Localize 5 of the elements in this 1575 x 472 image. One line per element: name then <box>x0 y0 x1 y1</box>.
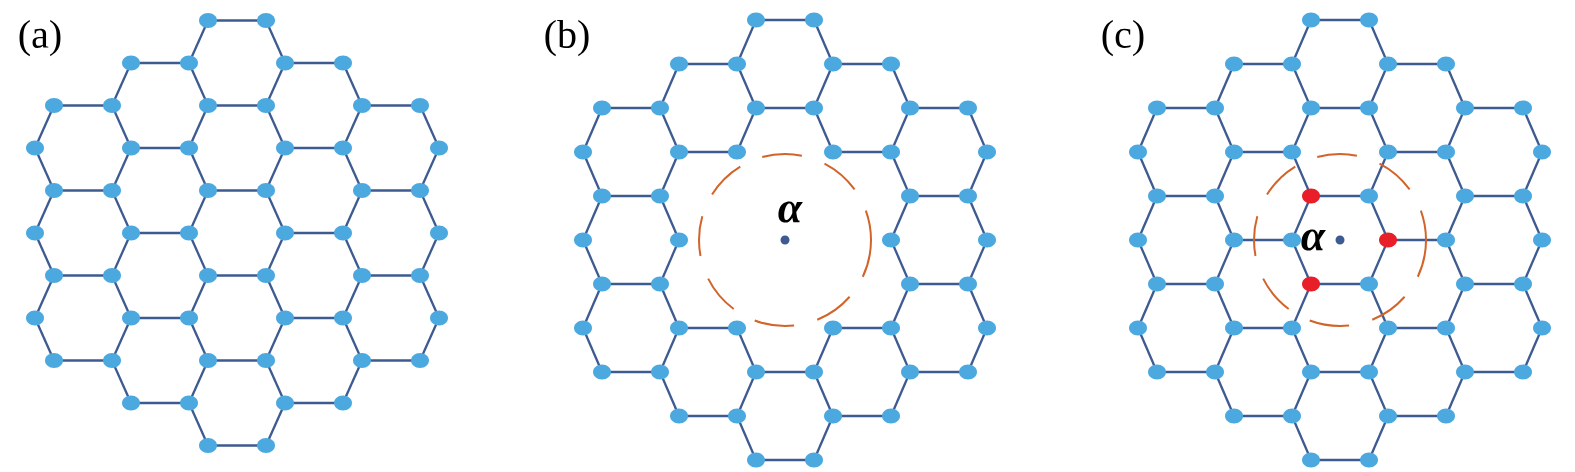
symbol-label: α <box>778 201 803 223</box>
panel-label: (b) <box>545 19 589 57</box>
symbol-label: α <box>1301 229 1326 251</box>
panel-label: (c) <box>1102 19 1144 57</box>
panel-label: (a) <box>19 19 61 57</box>
